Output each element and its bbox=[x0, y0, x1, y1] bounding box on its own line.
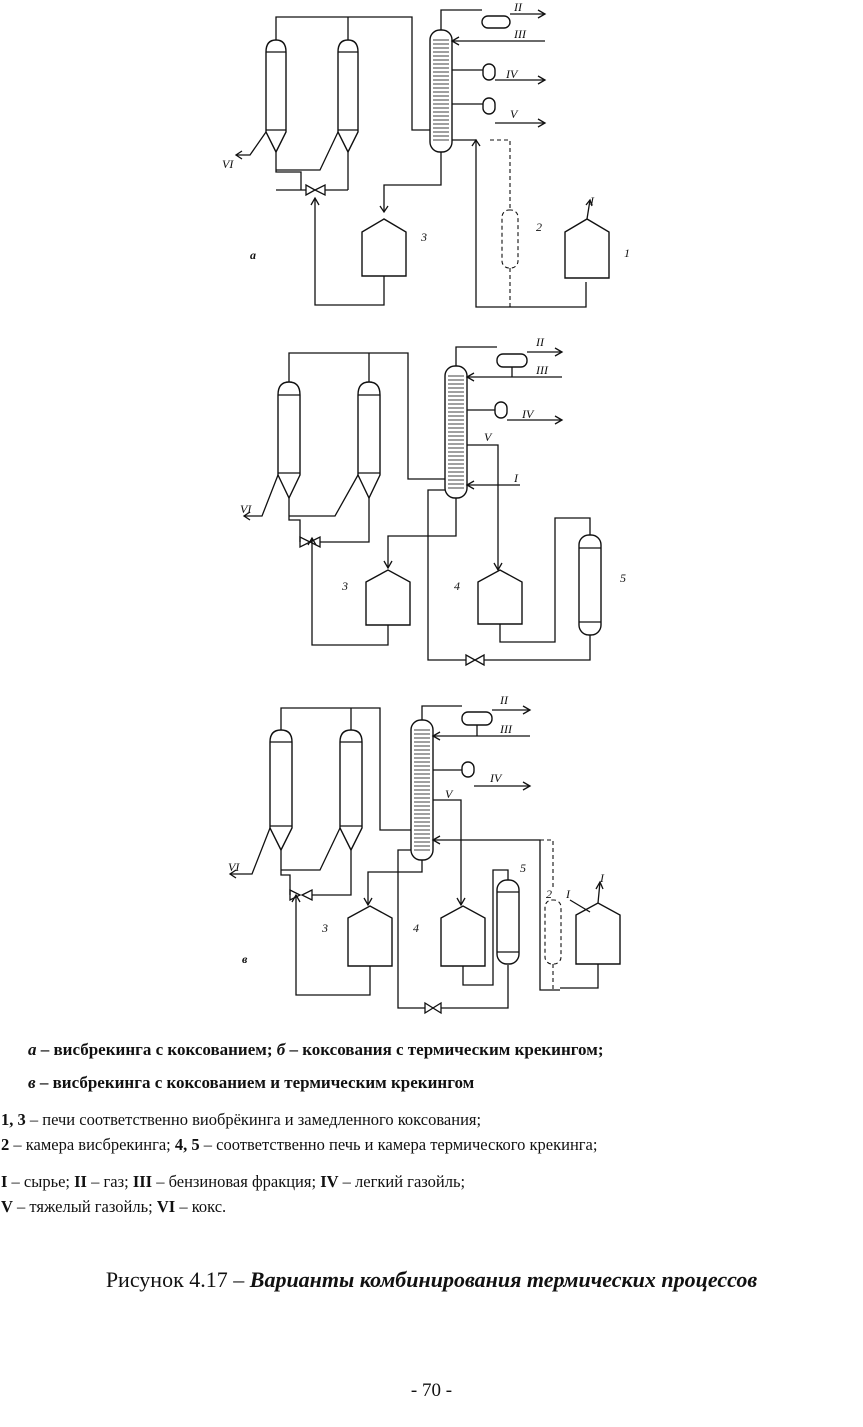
label-3: 3 bbox=[420, 230, 427, 244]
stripper-iv bbox=[462, 762, 474, 777]
legend-text: – печи соответственно виобрёкинга и заме… bbox=[25, 1110, 482, 1129]
reflux-drum bbox=[482, 16, 510, 28]
legend-text: – легкий газойль; bbox=[338, 1172, 466, 1191]
legend-num: III bbox=[132, 1172, 153, 1191]
label-III: III bbox=[513, 27, 527, 41]
coke-chamber-left bbox=[270, 730, 292, 850]
legend-num: IV bbox=[320, 1172, 339, 1191]
caption-a-text: – висбрекинга с коксованием; bbox=[36, 1040, 277, 1059]
legend-num: II bbox=[74, 1172, 87, 1191]
label-VI: VI bbox=[222, 157, 234, 171]
page-number: - 70 - bbox=[410, 1380, 453, 1401]
legend-line-1: 1, 3 – печи соответственно виобрёкинга и… bbox=[1, 1107, 863, 1132]
legend: 1, 3 – печи соответственно виобрёкинга и… bbox=[1, 1107, 863, 1219]
figure-title: Рисунок 4.17 – Варианты комбинирования т… bbox=[0, 1267, 863, 1293]
label-IV: IV bbox=[521, 407, 535, 421]
legend-line-2: 2 – камера висбрекинга; 4, 5 – соответст… bbox=[1, 1132, 863, 1157]
label-3: 3 bbox=[341, 579, 348, 593]
furnace-4 bbox=[478, 570, 522, 624]
label-II: II bbox=[535, 335, 545, 349]
figure-title-prefix: Рисунок 4.17 – bbox=[105, 1267, 250, 1292]
caption-c-text: – висбрекинга с коксованием и термически… bbox=[35, 1073, 475, 1092]
legend-text: – тяжелый газойль; bbox=[12, 1197, 157, 1216]
label-I: I bbox=[513, 471, 519, 485]
legend-line-3: I – сырье; II – газ; III – бензиновая фр… bbox=[1, 1169, 863, 1194]
visbreaking-chamber-2 bbox=[545, 900, 561, 964]
label-VI: VI bbox=[228, 860, 240, 874]
legend-text: – камера висбрекинга; bbox=[9, 1135, 175, 1154]
legend-text: – газ; bbox=[86, 1172, 133, 1191]
label-2: 2 bbox=[536, 220, 542, 234]
furnace-3 bbox=[366, 570, 410, 625]
caption-b-text: – коксования с термическим крекингом; bbox=[285, 1040, 604, 1059]
scheme-letter-c: в bbox=[242, 952, 248, 966]
caption-line-1: а – висбрекинга с коксованием; б – коксо… bbox=[28, 1033, 863, 1066]
furnace-3 bbox=[362, 219, 406, 276]
label-2: 2 bbox=[546, 887, 552, 901]
legend-num: I bbox=[1, 1172, 8, 1191]
stripper-iv bbox=[495, 402, 507, 418]
stripper-iv bbox=[483, 64, 495, 80]
caption-line-2: в – висбрекинга с коксованием и термичес… bbox=[28, 1066, 863, 1099]
label-II: II bbox=[499, 693, 509, 707]
label-III: III bbox=[535, 363, 549, 377]
label-V: V bbox=[510, 107, 519, 121]
scheme-c: II III IV V VI I I 3 4 5 2 в bbox=[228, 693, 863, 1020]
caption-letter-c: в bbox=[28, 1073, 36, 1092]
legend-text: – кокс. bbox=[175, 1197, 227, 1216]
furnace-1 bbox=[576, 903, 620, 964]
label-4: 4 bbox=[454, 579, 460, 593]
thermal-cracking-chamber-5 bbox=[579, 535, 601, 635]
legend-num: 4, 5 bbox=[174, 1135, 200, 1154]
legend-line-4: V – тяжелый газойль; VI – кокс. bbox=[1, 1194, 863, 1219]
furnace-3 bbox=[348, 906, 392, 966]
figure-title-text: Варианты комбинирования термических проц… bbox=[249, 1267, 758, 1292]
scheme-letter-a: а bbox=[250, 248, 256, 262]
label-5: 5 bbox=[620, 571, 626, 585]
legend-text: – бензиновая фракция; bbox=[152, 1172, 321, 1191]
label-I-a: I bbox=[565, 887, 571, 901]
stripper-v bbox=[483, 98, 495, 114]
coke-chamber-left bbox=[278, 382, 300, 498]
label-II: II bbox=[513, 0, 523, 14]
label-VI: VI bbox=[240, 502, 252, 516]
label-V: V bbox=[484, 430, 493, 444]
label-I-b: I bbox=[599, 871, 605, 885]
coke-chamber-right bbox=[338, 40, 358, 152]
label-1: 1 bbox=[624, 246, 630, 260]
visbreaking-chamber-2 bbox=[502, 210, 518, 268]
legend-num: 1, 3 bbox=[1, 1110, 26, 1129]
fractionation-column bbox=[445, 366, 467, 498]
label-I: I bbox=[589, 194, 595, 208]
label-IV: IV bbox=[505, 67, 519, 81]
scheme-captions: а – висбрекинга с коксованием; б – коксо… bbox=[0, 1033, 863, 1099]
thermal-cracking-chamber-5 bbox=[497, 880, 519, 964]
reflux-drum bbox=[462, 712, 492, 725]
coke-chamber-left bbox=[266, 40, 286, 152]
label-5: 5 bbox=[520, 861, 526, 875]
scheme-a: II III IV V VI I 1 2 3 а bbox=[222, 0, 630, 320]
reflux-drum bbox=[497, 354, 527, 367]
label-3: 3 bbox=[321, 921, 328, 935]
label-4: 4 bbox=[413, 921, 419, 935]
coke-chamber-right bbox=[340, 730, 362, 850]
fractionation-column bbox=[411, 720, 433, 860]
furnace-1 bbox=[565, 219, 609, 278]
scheme-b: II III IV V VI I 3 4 5 bbox=[240, 335, 626, 680]
label-III: III bbox=[499, 722, 513, 736]
coke-chamber-right bbox=[358, 382, 380, 498]
legend-num: 2 bbox=[1, 1135, 10, 1154]
fractionation-column bbox=[430, 30, 452, 152]
furnace-4 bbox=[441, 906, 485, 966]
legend-num: V bbox=[1, 1197, 13, 1216]
label-V: V bbox=[445, 787, 454, 801]
legend-text: – соответственно печь и камера термическ… bbox=[199, 1135, 598, 1154]
caption-letter-b: б bbox=[276, 1040, 286, 1059]
label-IV: IV bbox=[489, 771, 503, 785]
caption-letter-a: а bbox=[28, 1040, 37, 1059]
legend-num: VI bbox=[156, 1197, 176, 1216]
legend-text: – сырье; bbox=[7, 1172, 75, 1191]
